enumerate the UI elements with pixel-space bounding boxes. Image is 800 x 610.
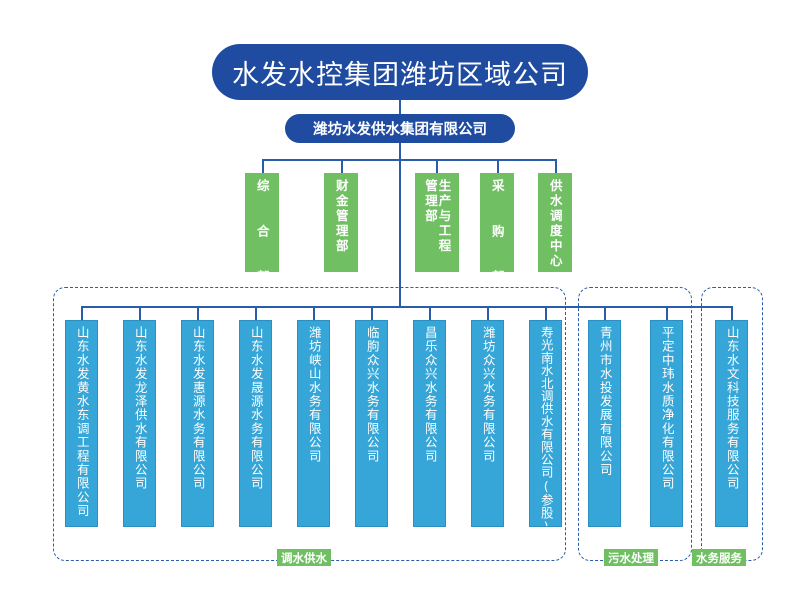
- connector-stem-sub-10: [604, 306, 606, 320]
- group-label-water-transfer-supply: 调水供水: [277, 549, 331, 566]
- group-label-text-sewage-treatment: 污水处理: [608, 550, 654, 565]
- root-node[interactable]: 水发水控集团潍坊区域公司: [212, 44, 588, 100]
- group-label-text-water-transfer-supply: 调水供水: [281, 550, 327, 565]
- root-node-label: 水发水控集团潍坊区域公司: [232, 59, 568, 91]
- subsidiary-node-linqu-zhongxing[interactable]: 临朐众兴水务有限公司: [355, 320, 388, 527]
- connector-stem-sub-4: [255, 306, 257, 320]
- subsidiary-node-qingzhou-shuitou[interactable]: 青州市水投发展有限公司: [588, 320, 621, 527]
- connector-stem-sub-8: [487, 306, 489, 320]
- connector-stem-dept-3: [436, 159, 438, 173]
- department-node-water-dispatch-center[interactable]: 供水调度中心: [538, 173, 572, 272]
- subsidiary-label-shengyuan: 山东水发晟源水务有限公司: [248, 326, 264, 491]
- department-label-production-engineering-col2: 管理部: [423, 179, 438, 224]
- department-node-comprehensive[interactable]: 综 合 部: [245, 173, 279, 272]
- subsidiary-node-shengyuan[interactable]: 山东水发晟源水务有限公司: [239, 320, 272, 527]
- second-level-node[interactable]: 潍坊水发供水集团有限公司: [285, 114, 515, 143]
- connector-stem-dept-5: [555, 159, 557, 173]
- group-label-sewage-treatment: 污水处理: [604, 549, 658, 566]
- connector-stem-sub-7: [429, 306, 431, 320]
- connector-stem-dept-4: [497, 159, 499, 173]
- connector-department-bus: [262, 159, 555, 161]
- subsidiary-label-huangshuidongdiao: 山东水发黄水东调工程有限公司: [74, 326, 90, 518]
- department-label-production-engineering-col1: 生产与工程: [436, 179, 452, 254]
- connector-stem-sub-12: [731, 306, 733, 320]
- subsidiary-label-changle-zhongxing: 昌乐众兴水务有限公司: [422, 326, 438, 463]
- connector-stem-sub-6: [371, 306, 373, 320]
- department-label-finance: 财金管理部: [333, 179, 349, 254]
- subsidiary-label-xiashan: 潍坊峡山水务有限公司: [306, 326, 322, 463]
- subsidiary-node-shouguang-nanshuibeidiao[interactable]: 寿光南水北调供水有限公司(参股): [529, 320, 562, 527]
- connector-stem-dept-1: [262, 159, 264, 173]
- department-node-production-engineering[interactable]: 生产与工程 管理部: [415, 173, 459, 272]
- department-label-procurement: 采 购 部: [489, 179, 505, 272]
- subsidiary-label-shandong-shuiwen-keji: 山东水文科技服务有限公司: [724, 326, 740, 491]
- connector-stem-sub-11: [666, 306, 668, 320]
- connector-stem-sub-5: [313, 306, 315, 320]
- department-label-water-dispatch-center: 供水调度中心: [547, 179, 563, 269]
- group-label-water-service: 水务服务: [692, 549, 746, 566]
- subsidiary-label-weifang-zhongxing: 潍坊众兴水务有限公司: [480, 326, 496, 463]
- connector-stem-sub-1: [81, 306, 83, 320]
- subsidiary-node-pingding-zhongwei[interactable]: 平定中玮水质净化有限公司: [650, 320, 683, 527]
- connector-subsidiary-bus: [81, 306, 732, 308]
- subsidiary-node-longze[interactable]: 山东水发龙泽供水有限公司: [123, 320, 156, 527]
- connector-second-to-bus: [399, 143, 401, 159]
- connector-stem-dept-2: [341, 159, 343, 173]
- group-label-text-water-service: 水务服务: [696, 550, 742, 565]
- subsidiary-label-linqu-zhongxing: 临朐众兴水务有限公司: [364, 326, 380, 463]
- subsidiary-label-pingding-zhongwei: 平定中玮水质净化有限公司: [659, 326, 675, 491]
- subsidiary-node-weifang-zhongxing[interactable]: 潍坊众兴水务有限公司: [471, 320, 504, 527]
- subsidiary-node-shandong-shuiwen-keji[interactable]: 山东水文科技服务有限公司: [715, 320, 748, 527]
- second-level-node-label: 潍坊水发供水集团有限公司: [313, 122, 487, 138]
- subsidiary-label-qingzhou-shuitou: 青州市水投发展有限公司: [597, 326, 613, 477]
- connector-stem-sub-2: [139, 306, 141, 320]
- department-node-procurement[interactable]: 采 购 部: [480, 173, 514, 272]
- subsidiary-label-huiyuan: 山东水发惠源水务有限公司: [190, 326, 206, 491]
- connector-stem-sub-9: [545, 306, 547, 320]
- subsidiary-node-huangshuidongdiao[interactable]: 山东水发黄水东调工程有限公司: [65, 320, 98, 527]
- subsidiary-node-huiyuan[interactable]: 山东水发惠源水务有限公司: [181, 320, 214, 527]
- connector-root-to-second: [399, 100, 401, 114]
- subsidiary-label-shouguang-nanshuibeidiao: 寿光南水北调供水有限公司(参股): [538, 326, 554, 527]
- subsidiary-node-xiashan[interactable]: 潍坊峡山水务有限公司: [297, 320, 330, 527]
- connector-stem-sub-3: [197, 306, 199, 320]
- department-node-finance[interactable]: 财金管理部: [324, 173, 358, 272]
- department-label-comprehensive: 综 合 部: [254, 179, 270, 272]
- subsidiary-label-longze: 山东水发龙泽供水有限公司: [132, 326, 148, 491]
- connector-main-trunk: [399, 159, 401, 307]
- subsidiary-node-changle-zhongxing[interactable]: 昌乐众兴水务有限公司: [413, 320, 446, 527]
